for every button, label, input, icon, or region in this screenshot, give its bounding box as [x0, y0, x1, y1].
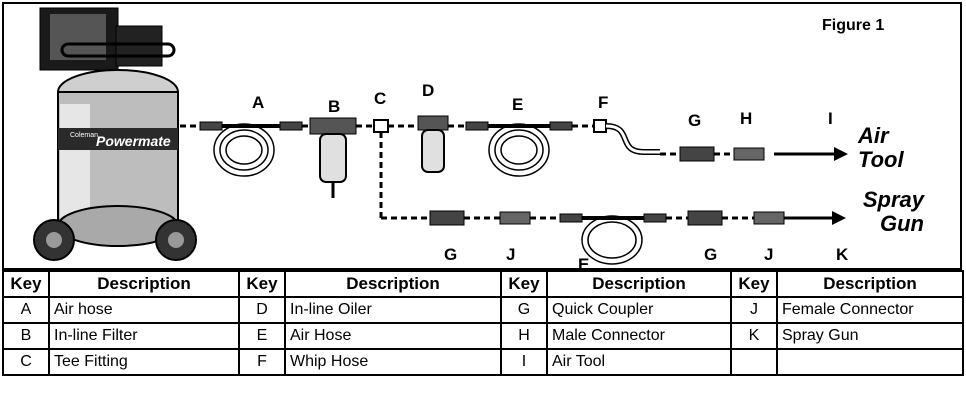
table-cell: B [2, 322, 50, 350]
table-cell: Tee Fitting [48, 348, 240, 376]
key-description-table: Key Description Key Description Key Desc… [2, 270, 964, 376]
spray-gun-label-line-2: Gun [880, 211, 924, 236]
table-cell: J [730, 296, 778, 324]
letter-h: H [740, 109, 753, 128]
letter-j-bottom-2: J [764, 245, 774, 264]
upper-air-line [180, 115, 848, 198]
table-cell: F [238, 348, 286, 376]
table-cell: In-line Oiler [284, 296, 502, 324]
letter-a: A [252, 93, 265, 112]
header-description-3: Description [546, 270, 732, 298]
table-cell: Air hose [48, 296, 240, 324]
table-cell: Female Connector [776, 296, 964, 324]
table-cell [776, 348, 964, 376]
header-key-4: Key [730, 270, 778, 298]
letter-i: I [828, 109, 833, 128]
table-cell: Spray Gun [776, 322, 964, 350]
table-cell: Quick Coupler [546, 296, 732, 324]
spray-gun-label-line-1: Spray [862, 187, 924, 212]
lower-air-line [379, 132, 846, 265]
letter-d: D [422, 81, 435, 100]
header-key-1: Key [2, 270, 50, 298]
spray-gun-label: Spray Gun [856, 188, 924, 236]
brand-text: Powermate [96, 133, 171, 149]
table-cell: E [238, 322, 286, 350]
table-cell: C [2, 348, 50, 376]
table-cell: Male Connector [546, 322, 732, 350]
table-cell: Air Tool [546, 348, 732, 376]
table-row: B In-line Filter E Air Hose H Male Conne… [2, 322, 964, 350]
letter-g-bottom-2: G [704, 245, 718, 264]
air-compressor-illustration: Coleman Powermate [33, 7, 197, 261]
air-tool-label: Air Tool [858, 124, 904, 172]
table-cell [730, 348, 778, 376]
table-cell: K [730, 322, 778, 350]
letter-j-bottom-1: J [506, 245, 516, 264]
table-row: C Tee Fitting F Whip Hose I Air Tool [2, 348, 964, 376]
header-description-1: Description [48, 270, 240, 298]
table-cell: A [2, 296, 50, 324]
compressor-diagram: Coleman Powermate [33, 7, 848, 265]
table-header-row: Key Description Key Description Key Desc… [2, 270, 964, 298]
table-cell: In-line Filter [48, 322, 240, 350]
table-row: A Air hose D In-line Oiler G Quick Coupl… [2, 296, 964, 324]
letter-g-top: G [688, 111, 702, 130]
letter-e-bottom: E [578, 255, 590, 270]
table-cell: I [500, 348, 548, 376]
letter-g-bottom-1: G [444, 245, 458, 264]
air-tool-label-line-2: Tool [858, 147, 904, 172]
letter-c: C [374, 89, 387, 108]
svg-text:Coleman: Coleman [70, 132, 98, 139]
table-cell: G [500, 296, 548, 324]
header-description-2: Description [284, 270, 502, 298]
figure-title: Figure 1 [822, 17, 885, 34]
air-tool-label-line-1: Air [858, 123, 889, 148]
table-cell: H [500, 322, 548, 350]
table-cell: Air Hose [284, 322, 502, 350]
letter-b: B [328, 97, 341, 116]
header-key-2: Key [238, 270, 286, 298]
figure-panel: Coleman Powermate [2, 2, 962, 270]
letter-e-top: E [512, 95, 524, 114]
header-description-4: Description [776, 270, 964, 298]
header-key-3: Key [500, 270, 548, 298]
table-cell: D [238, 296, 286, 324]
letter-f: F [598, 93, 609, 112]
table-cell: Whip Hose [284, 348, 502, 376]
letter-k: K [836, 245, 849, 264]
